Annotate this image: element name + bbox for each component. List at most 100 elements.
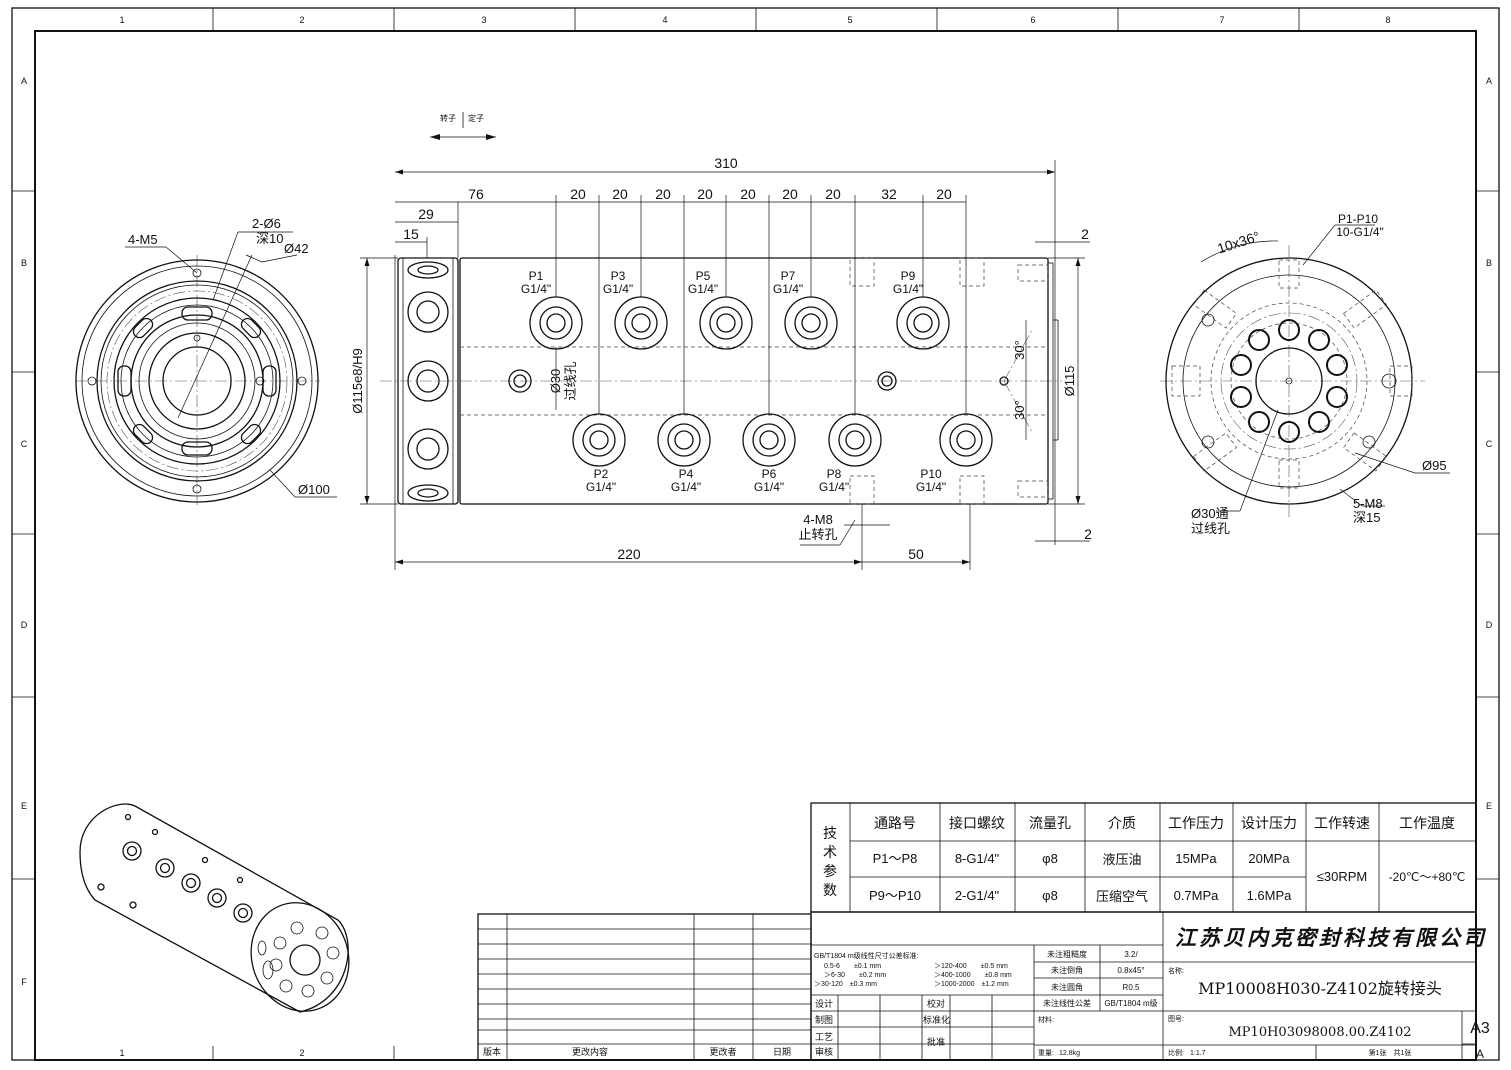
table-cell: 0.7MPa bbox=[1174, 888, 1220, 903]
weight-value: 12.8kg bbox=[1059, 1050, 1080, 1057]
dim-pitch: 20 bbox=[697, 186, 713, 202]
col-label: 2 bbox=[299, 1048, 304, 1058]
row-label: A bbox=[21, 76, 27, 86]
tech-side-char: 数 bbox=[823, 882, 837, 898]
port-label-p3: P3 bbox=[611, 269, 626, 283]
sheet-size: A3 bbox=[1470, 1020, 1490, 1037]
bore-dia-label: Ø115e8/H9 bbox=[350, 348, 365, 414]
dim-pitch: 20 bbox=[936, 186, 952, 202]
stator-label: 定子 bbox=[468, 113, 484, 123]
row-label: B bbox=[1486, 258, 1492, 268]
dim-pitch: 20 bbox=[570, 186, 586, 202]
row-label: D bbox=[1486, 620, 1493, 630]
port-thread-p5: G1/4" bbox=[688, 282, 718, 296]
side-view: 310 76 29 15 20 20 20 20 20 20 20 32 20 … bbox=[350, 155, 1092, 570]
sheet-info: 第1张 共1张 bbox=[1369, 1048, 1412, 1057]
table-header: 设计压力 bbox=[1241, 815, 1297, 831]
unspecified-value: 3.2/ bbox=[1124, 950, 1138, 959]
dim-pitch: 20 bbox=[782, 186, 798, 202]
wire-through-text: 过线孔 bbox=[1191, 521, 1230, 536]
dim-29: 29 bbox=[418, 206, 434, 222]
dim-76: 76 bbox=[468, 186, 484, 202]
col-label: 2 bbox=[299, 15, 304, 25]
dia42-label: Ø42 bbox=[284, 241, 309, 256]
port-thread-p3: G1/4" bbox=[603, 282, 633, 296]
port-thread-p7: G1/4" bbox=[773, 282, 803, 296]
revision-letter: A bbox=[1476, 1047, 1484, 1061]
port-thread-p6: G1/4" bbox=[754, 480, 784, 494]
tolerance-row: ＞6-30 ±0.2 mm bbox=[824, 972, 886, 979]
drawing-number: MP10H03098008.00.Z4102 bbox=[1228, 1025, 1411, 1040]
col-label: 1 bbox=[119, 1048, 124, 1058]
tech-side-char: 术 bbox=[823, 844, 837, 860]
unspecified-value: R0.5 bbox=[1123, 983, 1140, 992]
port-label-p5: P5 bbox=[696, 269, 711, 283]
name-label: 名称: bbox=[1168, 966, 1184, 975]
tolerance-row: ＞120-400 ±0.5 mm bbox=[934, 963, 1008, 970]
unspecified-label: 未注线性公差 bbox=[1043, 998, 1091, 1008]
dim-pitch: 20 bbox=[655, 186, 671, 202]
dim-pitch: 20 bbox=[740, 186, 756, 202]
tech-side-char: 技 bbox=[823, 825, 837, 841]
table-header: 工作温度 bbox=[1399, 815, 1455, 831]
title-block: 江苏贝内克密封科技有限公司 名称: MP10008H030-Z4102旋转接头 … bbox=[810, 911, 1490, 1061]
port-label-p7: P7 bbox=[781, 269, 796, 283]
role-label: 审核 bbox=[815, 1046, 833, 1057]
isometric-view bbox=[79, 803, 350, 1013]
stop-hole-spec: 4-M8 bbox=[803, 512, 833, 527]
body-dia-label: Ø115 bbox=[1062, 366, 1077, 397]
row-label: E bbox=[1486, 801, 1492, 811]
table-header: 流量孔 bbox=[1029, 815, 1071, 831]
part-name: MP10008H030-Z4102旋转接头 bbox=[1198, 979, 1442, 998]
row-label: E bbox=[21, 801, 27, 811]
tolerance-title: GB/T1804 m级线性尺寸公差标准: bbox=[814, 951, 919, 960]
col-label: 1 bbox=[119, 15, 124, 25]
row-label: F bbox=[21, 977, 27, 987]
col-label: 8 bbox=[1385, 15, 1390, 25]
rev-header-date: 日期 bbox=[773, 1047, 791, 1057]
rotor-label: 转子 bbox=[440, 113, 456, 123]
speed-cell: ≤30RPM bbox=[1317, 869, 1367, 884]
unspecified-label: 未注粗糙度 bbox=[1047, 949, 1087, 959]
dia95-label: Ø95 bbox=[1422, 458, 1447, 473]
wire-hole-dia: Ø30 bbox=[548, 369, 563, 394]
company-name: 江苏贝内克密封科技有限公司 bbox=[1175, 925, 1487, 950]
material-label: 材料: bbox=[1038, 1015, 1054, 1024]
dim-overall: 310 bbox=[714, 155, 738, 171]
table-cell: 15MPa bbox=[1175, 851, 1217, 866]
role-label: 设计 bbox=[815, 998, 833, 1009]
port-label-p9: P9 bbox=[901, 269, 916, 283]
left-end-view: 4-M5 2-Ø6 深10 Ø42 Ø100 bbox=[75, 216, 337, 505]
role-label: 制图 bbox=[815, 1014, 833, 1025]
revision-block: 版本 更改内容 更改者 日期 bbox=[477, 913, 812, 1061]
role-label: 校对 bbox=[927, 998, 945, 1009]
tech-parameter-table: 技 术 参 数 通路号 接口螺纹 流量孔 介质 工作压力 设计压力 工作转速 工… bbox=[810, 802, 1477, 913]
port-label-p10: P10 bbox=[920, 467, 942, 481]
role-label: 标准化 bbox=[923, 1014, 950, 1025]
table-cell: P1～P8 bbox=[873, 851, 918, 866]
col-label: 4 bbox=[662, 15, 667, 25]
row-label: B bbox=[21, 258, 27, 268]
unspecified-label: 未注倒角 bbox=[1051, 965, 1083, 975]
right-end-view: 10x36° P1-P10 10-G1/4" Ø95 5-M8 深15 Ø30通… bbox=[1160, 212, 1450, 536]
table-cell: 压缩空气 bbox=[1096, 889, 1148, 904]
port-thread-p1: G1/4" bbox=[521, 282, 551, 296]
table-header: 工作压力 bbox=[1168, 815, 1224, 831]
tolerance-row: ＞30-120 ±0.3 mm bbox=[814, 981, 877, 988]
port-label-p1: P1 bbox=[529, 269, 544, 283]
row-label: C bbox=[21, 439, 28, 449]
table-header: 介质 bbox=[1108, 815, 1136, 831]
col-label: 3 bbox=[481, 15, 486, 25]
unspecified-value: GB/T1804 m级 bbox=[1104, 998, 1157, 1008]
ports-thread: 10-G1/4" bbox=[1336, 225, 1384, 239]
drawing-no-label: 图号: bbox=[1168, 1015, 1184, 1023]
dim-pitch: 32 bbox=[881, 186, 897, 202]
port-label-p6: P6 bbox=[762, 467, 777, 481]
wire-hole-text: 过线孔 bbox=[563, 361, 578, 400]
ports-range: P1-P10 bbox=[1338, 212, 1378, 226]
port-label-p4: P4 bbox=[679, 467, 694, 481]
m8-label: 5-M8 bbox=[1353, 496, 1383, 511]
port-thread-p10: G1/4" bbox=[916, 480, 946, 494]
temperature-cell: -20℃～+80℃ bbox=[1389, 870, 1466, 884]
